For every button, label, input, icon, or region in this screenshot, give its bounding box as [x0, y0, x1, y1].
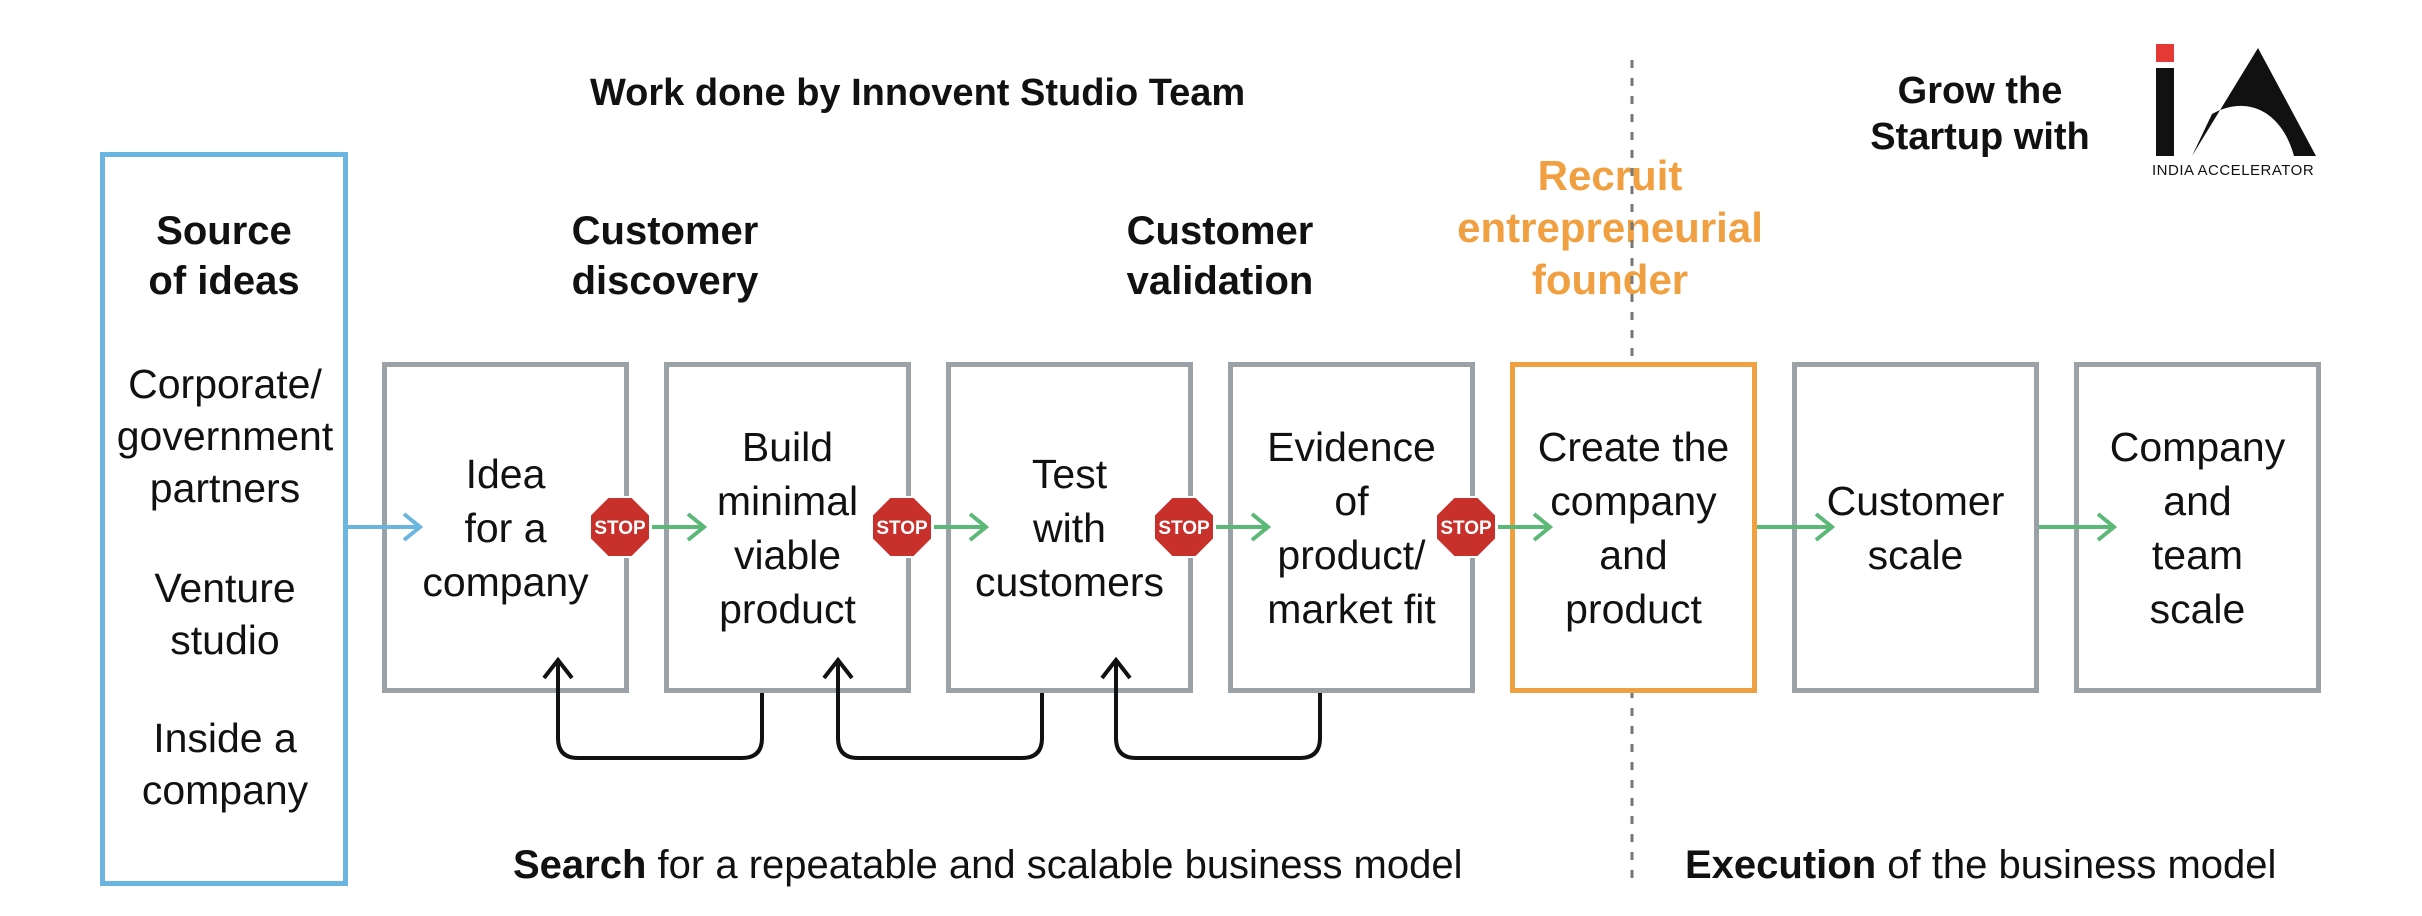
source-item-venture-studio: Venture studio: [154, 565, 296, 663]
step-product-market-fit-label: Evidence of product/ market fit: [1267, 423, 1436, 632]
arrow-evidence-to-create: [1498, 512, 1554, 542]
feedback-loop-test-to-build: [822, 656, 1044, 760]
grow-startup-text: Grow the Startup with: [1870, 70, 2090, 158]
stop-sign-icon: STOP: [589, 496, 651, 558]
customer-discovery-title: Customer discovery: [571, 209, 759, 303]
step-customer-scale: Customer scale: [1792, 362, 2039, 693]
step-test-customers-label: Test with customers: [974, 450, 1165, 605]
step-build-mvp-label: Build minimal viable product: [716, 423, 859, 632]
stop-sign-text: STOP: [876, 518, 928, 539]
step-idea-label: Idea for a company: [422, 450, 589, 605]
arrow-customer-to-company-scale: [2039, 512, 2118, 542]
logo-caption: INDIA ACCELERATOR: [2152, 162, 2315, 179]
stop-sign-text: STOP: [594, 518, 646, 539]
step-customer-scale-label: Customer scale: [1826, 477, 2005, 578]
source-of-ideas-box: [100, 152, 348, 886]
source-title: Source of ideas: [148, 209, 300, 303]
execution-caption-bold: Execution: [1685, 843, 1877, 887]
execution-caption: Execution of the business model: [1685, 840, 2276, 890]
arrow-test-to-evidence: [1216, 512, 1272, 542]
stop-sign-icon: STOP: [871, 496, 933, 558]
arrow-create-to-customer-scale: [1757, 512, 1836, 542]
arrow-build-to-test: [934, 512, 990, 542]
stop-sign-text: STOP: [1440, 518, 1492, 539]
feedback-loop-build-to-idea: [542, 656, 764, 760]
customer-validation-title: Customer validation: [1126, 209, 1314, 303]
execution-caption-rest: of the business model: [1876, 843, 2277, 887]
source-item-inside-company: Inside a company: [141, 715, 309, 813]
logo-graphic-icon: [2156, 44, 2316, 156]
recruit-founder-title: Recruit entrepreneurial founder: [1457, 152, 1763, 303]
source-to-idea-arrow: [348, 512, 424, 542]
feedback-loop-evidence-to-test: [1100, 656, 1322, 760]
stop-sign-icon: STOP: [1153, 496, 1215, 558]
search-caption-rest: for a repeatable and scalable business m…: [646, 843, 1463, 887]
search-caption-bold: Search: [513, 843, 647, 887]
arrow-idea-to-build: [652, 512, 708, 542]
source-item-partners: Corporate/ government partners: [116, 361, 334, 511]
step-company-team-scale-label: Company and team scale: [2109, 423, 2286, 632]
step-create-company-label: Create the company and product: [1537, 423, 1730, 632]
search-caption: Search for a repeatable and scalable bus…: [513, 840, 1463, 890]
stop-sign-text: STOP: [1158, 518, 1210, 539]
india-accelerator-logo: INDIA ACCELERATOR: [2148, 42, 2322, 182]
page-title: Work done by Innovent Studio Team: [590, 72, 1246, 114]
stop-sign-icon: STOP: [1435, 496, 1497, 558]
step-idea: Idea for a company: [382, 362, 629, 693]
